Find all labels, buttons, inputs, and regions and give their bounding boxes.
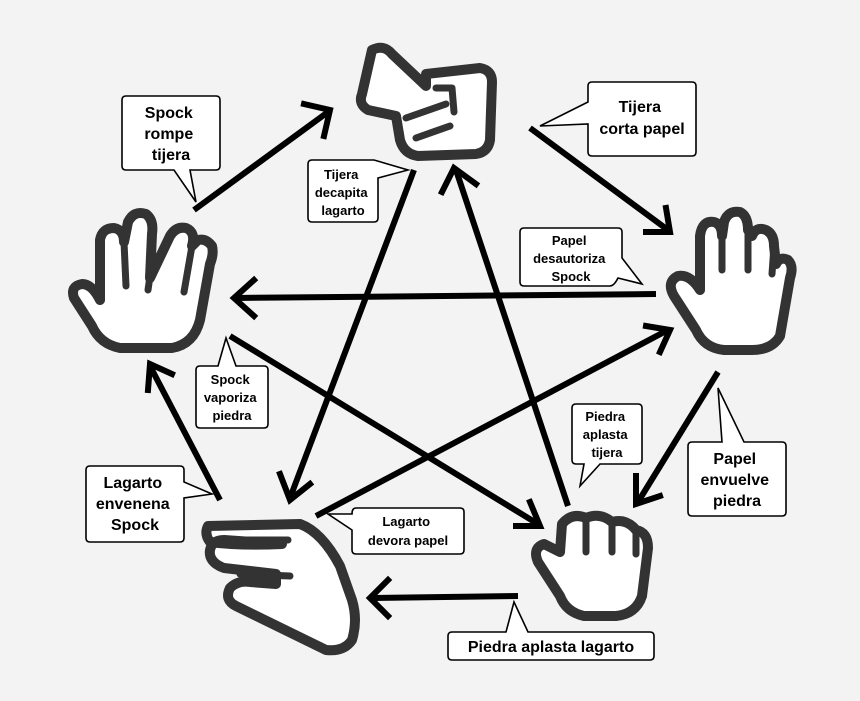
svg-text:Spock vaporiza pie: Spock vaporiza piedra — [204, 372, 260, 423]
label-papel-desautoriza-spock-line3: Spock — [551, 269, 591, 284]
callout-piedra-aplasta-lagarto: Piedra aplasta lagarto — [447, 599, 655, 661]
callout-lagarto-envenena-spock: Lagarto envenena Spock — [85, 465, 215, 543]
label-papel-envuelve-piedra-line1: Papel — [713, 451, 756, 468]
arrow-tijera-decapita-lagarto — [276, 168, 417, 505]
rock-fist-icon — [531, 510, 653, 621]
callout-piedra-aplasta-tijera: Piedra aplasta tijera — [571, 403, 643, 489]
svg-text:Piedra aplasta lagarto: Piedra aplasta lagarto — [468, 639, 635, 656]
callout-papel-desautoriza-spock: Papel desautoriza Spock — [519, 227, 645, 287]
arrow-spock-vaporiza-piedra — [228, 333, 545, 529]
svg-text:Lagarto devora papel: Lagarto devora papel — [368, 514, 448, 548]
label-tijera-corta-papel-line1: Tijera — [619, 99, 662, 116]
label-tijera-decapita-lagarto-line3: lagarto — [321, 203, 364, 218]
scissors-hand-icon — [355, 42, 497, 161]
label-piedra-aplasta-tijera-line3: tijera — [591, 445, 623, 460]
label-tijera-corta-papel-line2: corta papel — [599, 121, 684, 138]
label-lagarto-envenena-spock-line2: envenena — [96, 496, 170, 513]
svg-text:Piedra aplasta tij: Piedra aplasta tijera — [583, 409, 631, 460]
arrow-lagarto-envenena-spock — [144, 359, 223, 502]
arrow-papel-desautoriza-spock — [229, 275, 657, 321]
svg-text:Tijera decapita la: Tijera decapita lagarto — [315, 167, 371, 218]
arrow-papel-envuelve-piedra — [633, 370, 721, 509]
svg-text:Papel envuelve pie: Papel envuelve piedra — [701, 451, 774, 510]
paper-hand-icon — [665, 206, 797, 355]
label-lagarto-devora-papel-line2: devora papel — [368, 533, 448, 548]
svg-text:Tijera corta papel: Tijera corta papel — [599, 99, 684, 138]
svg-text:Spock rompe tijera: Spock rompe tijera — [144, 105, 197, 164]
label-papel-desautoriza-spock-line1: Papel — [552, 233, 587, 248]
svg-text:Papel desautoriza: Papel desautoriza Spock — [533, 233, 609, 284]
label-lagarto-envenena-spock-line1: Lagarto — [103, 475, 162, 492]
label-spock-vaporiza-piedra-line2: vaporiza — [204, 390, 258, 405]
lizard-hand-icon — [201, 519, 360, 656]
callout-tijera-corta-papel: Tijera corta papel — [539, 81, 697, 157]
label-piedra-aplasta-lagarto: Piedra aplasta lagarto — [468, 639, 635, 656]
callout-spock-rompe-tijera: Spock rompe tijera — [121, 95, 221, 203]
label-tijera-decapita-lagarto-line2: decapita — [315, 185, 369, 200]
callout-lagarto-devora-papel: Lagarto devora papel — [325, 507, 465, 555]
arrow-lagarto-devora-papel — [314, 322, 675, 519]
label-spock-rompe-tijera-line2: rompe — [144, 126, 193, 143]
callout-spock-vaporiza-piedra: Spock vaporiza piedra — [195, 335, 269, 429]
label-spock-vaporiza-piedra-line1: Spock — [211, 372, 251, 387]
arrow-piedra-aplasta-lagarto — [365, 575, 519, 621]
arrow-spock-rompe-tijera — [192, 100, 334, 213]
label-piedra-aplasta-tijera-line1: Piedra — [585, 409, 626, 424]
svg-text:Lagarto envenena S: Lagarto envenena Spock — [96, 475, 174, 534]
label-spock-rompe-tijera-line1: Spock — [145, 105, 193, 122]
label-spock-rompe-tijera-line3: tijera — [152, 147, 190, 164]
label-tijera-decapita-lagarto-line1: Tijera — [324, 167, 359, 182]
label-papel-envuelve-piedra-line2: envuelve — [701, 472, 770, 489]
label-papel-envuelve-piedra-line3: piedra — [713, 493, 761, 510]
label-spock-vaporiza-piedra-line3: piedra — [212, 408, 252, 423]
callout-papel-envuelve-piedra: Papel envuelve piedra — [687, 387, 787, 517]
spock-hand-icon — [68, 208, 218, 353]
label-lagarto-devora-papel-line1: Lagarto — [382, 514, 430, 529]
label-papel-desautoriza-spock-line2: desautoriza — [533, 251, 606, 266]
label-lagarto-envenena-spock-line3: Spock — [111, 517, 159, 534]
label-piedra-aplasta-tijera-line2: aplasta — [583, 427, 629, 442]
callout-tijera-decapita-lagarto: Tijera decapita lagarto — [307, 159, 411, 223]
arrow-tijera-corta-papel — [528, 125, 674, 235]
arrow-piedra-aplasta-tijera — [437, 163, 571, 507]
